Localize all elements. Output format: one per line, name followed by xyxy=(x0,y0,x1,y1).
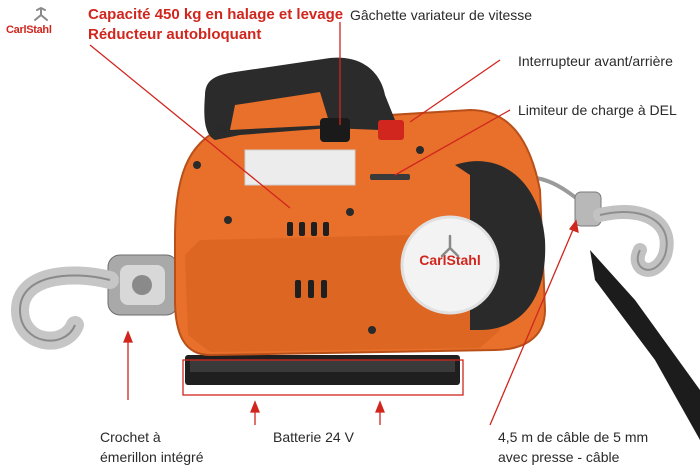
callout-cable-2: avec presse - câble xyxy=(498,449,620,465)
drum-logo-text: CarlStahl xyxy=(419,252,480,268)
callout-trigger: Gâchette variateur de vitesse xyxy=(350,7,533,23)
led-indicator xyxy=(370,174,410,180)
callout-switch: Interrupteur avant/arrière xyxy=(518,53,673,69)
callout-cable-1: 4,5 m de câble de 5 mm xyxy=(498,429,649,445)
vents xyxy=(287,222,329,298)
logo-text: CarlStahl xyxy=(6,24,52,36)
logo-mark-icon xyxy=(34,6,48,21)
strap xyxy=(590,250,700,440)
direction-switch xyxy=(378,120,404,140)
left-hook-icon xyxy=(10,254,179,350)
callout-limiter: Limiteur de charge à DEL xyxy=(518,102,677,118)
battery-callout-box xyxy=(182,359,464,396)
callout-hook-1: Crochet à xyxy=(100,429,161,445)
callout-hook-2: émerillon intégré xyxy=(100,449,204,465)
corner-logo: CarlStahl xyxy=(6,6,76,40)
trigger xyxy=(320,118,350,142)
right-hook-icon xyxy=(574,191,674,277)
drum-logo-disc xyxy=(400,215,500,315)
callout-capacity-1: Capacité 450 kg en halage et levage xyxy=(88,6,344,23)
callout-capacity-2: Réducteur autobloquant xyxy=(88,26,262,43)
callout-battery: Batterie 24 V xyxy=(273,429,354,445)
